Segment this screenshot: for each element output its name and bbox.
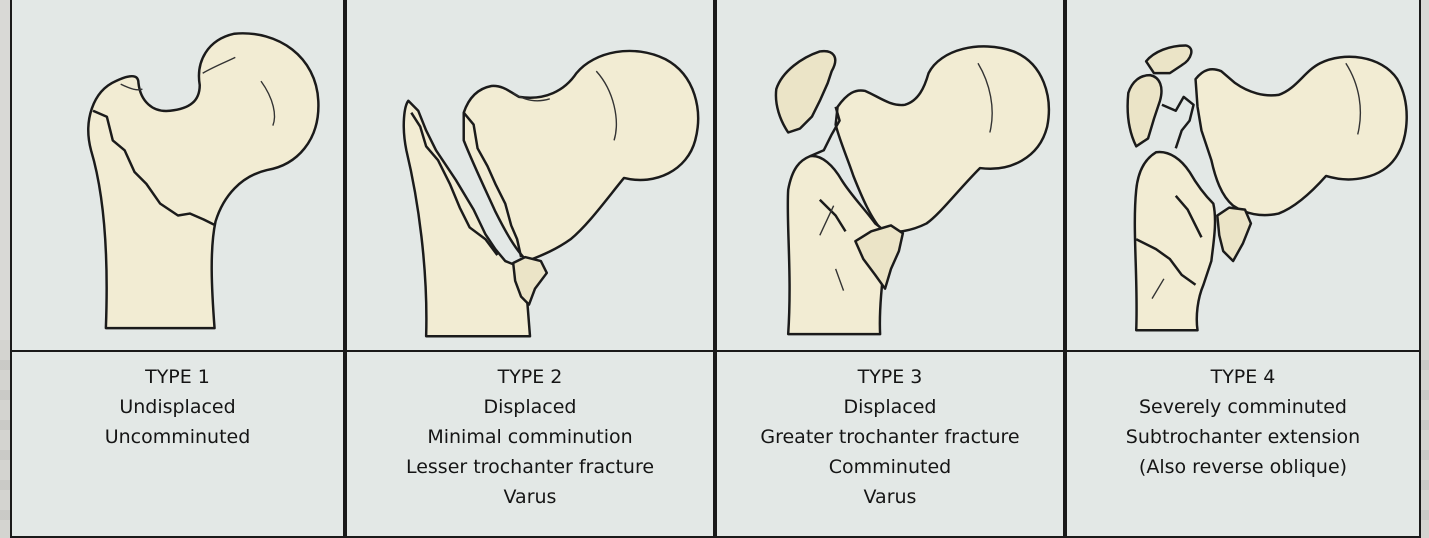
caption-type-1: TYPE 1 Undisplaced Uncomminuted <box>12 362 343 452</box>
caption-line: Displaced <box>347 392 713 422</box>
panel-divider <box>1067 350 1419 352</box>
caption-type-2: TYPE 2 Displaced Minimal comminution Les… <box>347 362 713 512</box>
femur-type-2-illustration <box>347 0 713 350</box>
caption-line: Varus <box>717 482 1063 512</box>
caption-title: TYPE 3 <box>717 362 1063 392</box>
caption-title: TYPE 4 <box>1067 362 1419 392</box>
caption-line: Greater trochanter fracture <box>717 422 1063 452</box>
femur-type-3-illustration <box>717 0 1063 350</box>
caption-line: Lesser trochanter fracture <box>347 452 713 482</box>
caption-title: TYPE 2 <box>347 362 713 392</box>
panel-divider <box>347 350 713 352</box>
caption-type-3: TYPE 3 Displaced Greater trochanter frac… <box>717 362 1063 512</box>
caption-line: Undisplaced <box>12 392 343 422</box>
caption-line: Subtrochanter extension <box>1067 422 1419 452</box>
femur-type-4-illustration <box>1067 0 1419 350</box>
panel-type-3: TYPE 3 Displaced Greater trochanter frac… <box>715 0 1065 538</box>
femur-type-1-illustration <box>12 0 343 350</box>
caption-line: Varus <box>347 482 713 512</box>
caption-line: (Also reverse oblique) <box>1067 452 1419 482</box>
panel-divider <box>12 350 343 352</box>
caption-line: Displaced <box>717 392 1063 422</box>
panel-type-2: TYPE 2 Displaced Minimal comminution Les… <box>345 0 715 538</box>
caption-line: Comminuted <box>717 452 1063 482</box>
caption-line: Uncomminuted <box>12 422 343 452</box>
caption-line: Severely comminuted <box>1067 392 1419 422</box>
panel-type-4: TYPE 4 Severely comminuted Subtrochanter… <box>1065 0 1421 538</box>
panel-type-1: TYPE 1 Undisplaced Uncomminuted <box>10 0 345 538</box>
caption-line: Minimal comminution <box>347 422 713 452</box>
caption-title: TYPE 1 <box>12 362 343 392</box>
caption-type-4: TYPE 4 Severely comminuted Subtrochanter… <box>1067 362 1419 482</box>
panel-divider <box>717 350 1063 352</box>
